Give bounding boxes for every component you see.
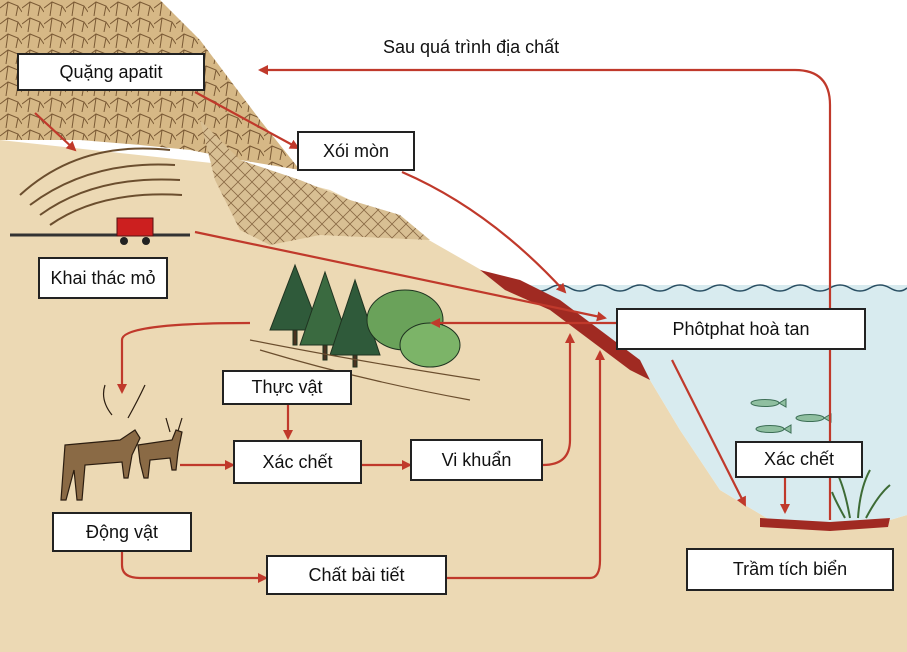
arrow-mine-to-phosphate bbox=[194, 230, 607, 322]
plants-box: Thực vật bbox=[222, 370, 352, 405]
excretion-box: Chất bài tiết bbox=[266, 555, 447, 595]
arrow-phosphate-to-seafloor bbox=[671, 359, 746, 507]
mine-terraces bbox=[19, 147, 183, 226]
arrow-ore-to-mine bbox=[34, 112, 77, 152]
bacteria-box: Vi khuẩn bbox=[410, 439, 543, 481]
land-area bbox=[0, 140, 907, 652]
arrow-plants-to-animals bbox=[117, 321, 251, 394]
dissolved-phosphate-box: Phôtphat hoà tan bbox=[616, 308, 866, 350]
animals-box: Động vật bbox=[52, 512, 192, 552]
arrow-geo-to-ore bbox=[258, 65, 832, 520]
geo-process-label: Sau quá trình địa chất bbox=[383, 37, 560, 57]
arrow-excretion-to-phosphate bbox=[447, 350, 605, 580]
apatite-ore-box: Quặng apatit bbox=[17, 53, 205, 91]
forest bbox=[269, 263, 461, 368]
water-surface bbox=[509, 284, 907, 292]
arrow-erosion-to-phosphate bbox=[401, 170, 567, 294]
cliff-face bbox=[200, 120, 430, 245]
arrow-animals-to-excretion bbox=[120, 552, 268, 583]
mining-box: Khai thác mỏ bbox=[38, 257, 168, 299]
cycle-arrows bbox=[34, 65, 832, 583]
seabed-sediment bbox=[760, 518, 890, 531]
fish-group bbox=[750, 398, 832, 434]
arrow-ore-to-erosion bbox=[194, 91, 300, 149]
marine-sediment-box: Trầm tích biển bbox=[686, 548, 894, 591]
dead-matter-sea-box: Xác chết bbox=[735, 441, 863, 478]
antelopes bbox=[60, 384, 183, 501]
mine-cart bbox=[116, 217, 154, 237]
arrow-bacteria-to-phosphate bbox=[542, 333, 575, 467]
dead-matter-land-box: Xác chết bbox=[233, 440, 362, 484]
erosion-box: Xói mòn bbox=[297, 131, 415, 171]
shore-sediment bbox=[480, 270, 650, 380]
